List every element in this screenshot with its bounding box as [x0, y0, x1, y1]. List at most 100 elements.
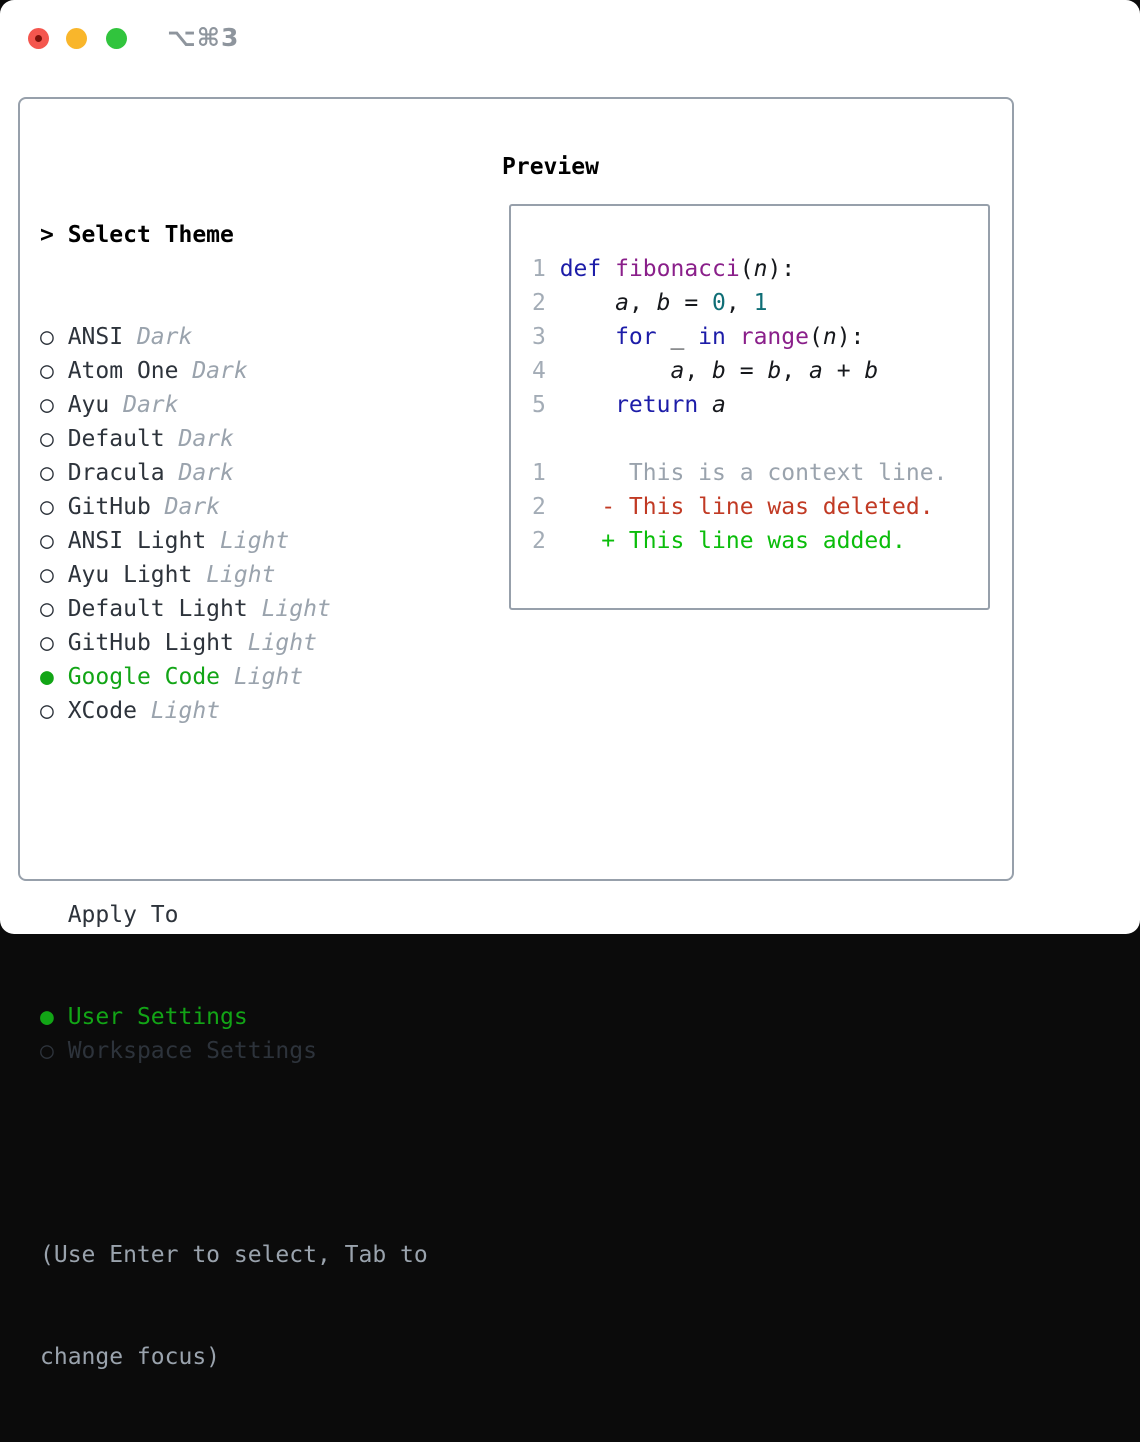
line-number: 5	[532, 392, 546, 418]
theme-name: GitHub	[53, 494, 151, 520]
code-token: a	[809, 358, 823, 384]
code-token	[698, 392, 712, 418]
code-token: b	[767, 358, 782, 384]
help-text-line-1: (Use Enter to select, Tab to	[40, 1242, 428, 1268]
code-token: + This line was added.	[601, 528, 906, 554]
code-line: 5 return a	[532, 388, 947, 422]
radio-unselected-icon: ○	[40, 358, 54, 384]
radio-unselected-icon: ○	[40, 630, 54, 656]
code-token: =	[725, 358, 768, 384]
minimize-button[interactable]	[66, 28, 87, 49]
code-token: ,	[781, 358, 809, 384]
theme-variant: Light	[233, 630, 317, 656]
spacer	[40, 796, 428, 830]
theme-item[interactable]: ○ Default Light Light	[40, 592, 428, 626]
code-token: b	[864, 358, 879, 384]
theme-name: Default Light	[53, 596, 248, 622]
code-token: ,	[725, 290, 754, 316]
theme-variant: Dark	[150, 494, 221, 520]
theme-variant: Dark	[123, 324, 193, 350]
code-token: a	[615, 290, 629, 316]
theme-item[interactable]: ○ GitHub Light Light	[40, 626, 428, 660]
code-token	[560, 324, 615, 350]
theme-variant: Dark	[164, 460, 234, 486]
theme-name: GitHub Light	[53, 630, 234, 656]
theme-item[interactable]: ○ XCode Light	[40, 694, 428, 728]
apply-to-item[interactable]: ● User Settings	[40, 1000, 428, 1034]
code-line: 2 + This line was added.	[532, 524, 947, 558]
code-token: (	[739, 256, 754, 282]
main-frame: > Select Theme ○ ANSI Dark○ Atom One Dar…	[18, 97, 1014, 1370]
code-token: ):	[767, 256, 796, 282]
zoom-button[interactable]	[106, 28, 127, 49]
code-token: for	[615, 324, 657, 350]
theme-variant: Light	[220, 664, 304, 690]
theme-panel: > Select Theme ○ ANSI Dark○ Atom One Dar…	[40, 150, 428, 1442]
line-number: 1	[532, 256, 546, 282]
theme-name: Google Code	[53, 664, 221, 690]
theme-variant: Dark	[164, 426, 234, 452]
code-token	[560, 528, 602, 554]
radio-unselected-icon: ○	[40, 460, 54, 486]
theme-variant: Light	[247, 596, 331, 622]
theme-item[interactable]: ○ ANSI Light Light	[40, 524, 428, 558]
theme-list: ○ ANSI Dark○ Atom One Dark○ Ayu Dark○ De…	[40, 320, 428, 728]
radio-unselected-icon: ○	[40, 324, 54, 350]
code-token: This is a context line.	[559, 460, 948, 486]
code-token	[560, 494, 602, 520]
theme-variant: Dark	[178, 358, 248, 384]
line-number: 2	[532, 494, 546, 520]
radio-selected-icon: ●	[40, 1004, 54, 1030]
theme-item[interactable]: ○ GitHub Dark	[40, 490, 428, 524]
code-line: 3 for _ in range(n):	[532, 320, 947, 354]
code-token: ):	[836, 324, 865, 350]
code-line: 1 This is a context line.	[532, 456, 947, 490]
code-token: - This line was deleted.	[601, 494, 934, 520]
apply-to-label: Workspace Settings	[53, 1038, 317, 1064]
line-number: 1	[532, 460, 546, 486]
theme-item[interactable]: ○ Atom One Dark	[40, 354, 428, 388]
code-token: 1	[753, 290, 768, 316]
code-token: a	[670, 358, 685, 384]
code-token	[560, 290, 615, 316]
apply-to-item[interactable]: ○ Workspace Settings	[40, 1034, 428, 1068]
spacer	[40, 1136, 428, 1170]
theme-name: ANSI	[53, 324, 124, 350]
code-token: =	[670, 290, 713, 316]
theme-item[interactable]: ○ Ayu Dark	[40, 388, 428, 422]
radio-unselected-icon: ○	[40, 596, 54, 622]
header-caret-icon: >	[40, 222, 68, 248]
code-token: _	[656, 324, 699, 350]
theme-name: ANSI Light	[53, 528, 207, 554]
radio-unselected-icon: ○	[40, 528, 54, 554]
theme-item[interactable]: ● Google Code Light	[40, 660, 428, 694]
code-token: (	[808, 324, 823, 350]
theme-item[interactable]: ○ Default Dark	[40, 422, 428, 456]
theme-item[interactable]: ○ Ayu Light Light	[40, 558, 428, 592]
line-number: 4	[532, 358, 546, 384]
code-token: ,	[628, 290, 657, 316]
theme-name: Dracula	[53, 460, 165, 486]
apply-to-header: Apply To	[67, 902, 179, 928]
code-token: range	[739, 324, 809, 350]
theme-name: Atom One	[53, 358, 179, 384]
code-token: 0	[712, 290, 726, 316]
radio-unselected-icon: ○	[40, 494, 54, 520]
code-token: a	[712, 392, 726, 418]
radio-unselected-icon: ○	[40, 698, 54, 724]
theme-variant: Light	[206, 528, 290, 554]
radio-selected-icon: ●	[40, 664, 54, 690]
apply-to-label: User Settings	[53, 1004, 248, 1030]
theme-variant: Light	[192, 562, 276, 588]
code-token: n	[753, 256, 768, 282]
help-text-line-2: change focus)	[40, 1344, 221, 1370]
radio-unselected-icon: ○	[40, 392, 54, 418]
code-line: 2 a, b = 0, 1	[532, 286, 947, 320]
theme-item[interactable]: ○ Dracula Dark	[40, 456, 428, 490]
code-token	[726, 324, 740, 350]
code-token: b	[712, 358, 726, 384]
code-line: 4 a, b = b, a + b	[532, 354, 947, 388]
close-button[interactable]	[28, 28, 49, 49]
code-line: 2 - This line was deleted.	[532, 490, 947, 524]
theme-item[interactable]: ○ ANSI Dark	[40, 320, 428, 354]
